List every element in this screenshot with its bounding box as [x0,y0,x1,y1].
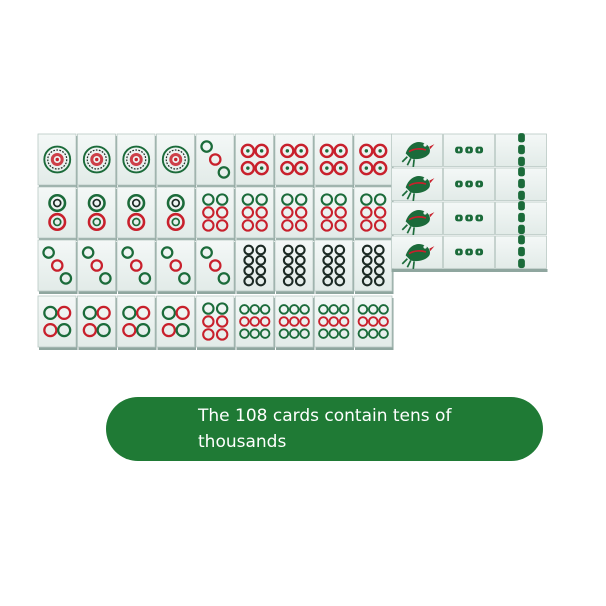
mahjong-tile [353,133,394,188]
mahjong-tile [195,239,236,294]
mahjong-tile [274,186,315,241]
mahjong-tile [116,239,157,294]
mahjong-tile [156,239,196,294]
mahjong-tile [116,133,157,188]
mahjong-tile [37,133,78,188]
mahjong-tile [314,186,354,241]
mahjong-tile-bamboo [443,235,495,269]
mahjong-tile [37,186,78,241]
mahjong-tile [314,133,354,188]
mahjong-tile [37,295,78,350]
mahjong-tile [195,133,236,188]
mahjong-tile-bamboo [443,133,495,167]
mahjong-tile [37,239,78,294]
mahjong-tile [274,239,315,294]
mahjong-tile [353,239,394,294]
mahjong-tile [156,133,196,188]
mahjong-tile [314,295,354,350]
mahjong-tile [116,186,157,241]
mahjong-tile [235,133,275,188]
mahjong-tile [235,239,275,294]
mahjong-tile-bamboo [443,167,495,201]
mahjong-tile-bamboo [391,167,443,203]
caption-text: The 108 cards contain tens of thousands [198,406,452,452]
mahjong-tile-bamboo [495,167,547,201]
mahjong-tile [156,186,196,241]
mahjong-tile [77,186,117,241]
mahjong-tile [314,239,354,294]
caption-banner: The 108 cards contain tens of thousands [106,397,543,461]
tile-edge-shadow [391,269,548,272]
mahjong-tile-bamboo [391,235,443,271]
mahjong-tile [274,295,315,350]
mahjong-tile-bamboo [391,201,443,237]
mahjong-tile [353,295,394,350]
mahjong-tile-bamboo [391,133,443,169]
mahjong-tile [274,133,315,188]
mahjong-tile [195,186,236,241]
mahjong-tile-bamboo [443,201,495,235]
mahjong-tile-bamboo [495,133,547,167]
mahjong-tile-bamboo [495,235,547,269]
mahjong-tile [77,133,117,188]
mahjong-tile [235,295,275,350]
mahjong-tile [235,186,275,241]
mahjong-tile [77,295,117,350]
mahjong-tile-bamboo [495,201,547,235]
mahjong-tile [77,239,117,294]
mahjong-tile [156,295,196,350]
mahjong-tile [353,186,394,241]
mahjong-tile [116,295,157,350]
mahjong-tile [195,295,236,350]
